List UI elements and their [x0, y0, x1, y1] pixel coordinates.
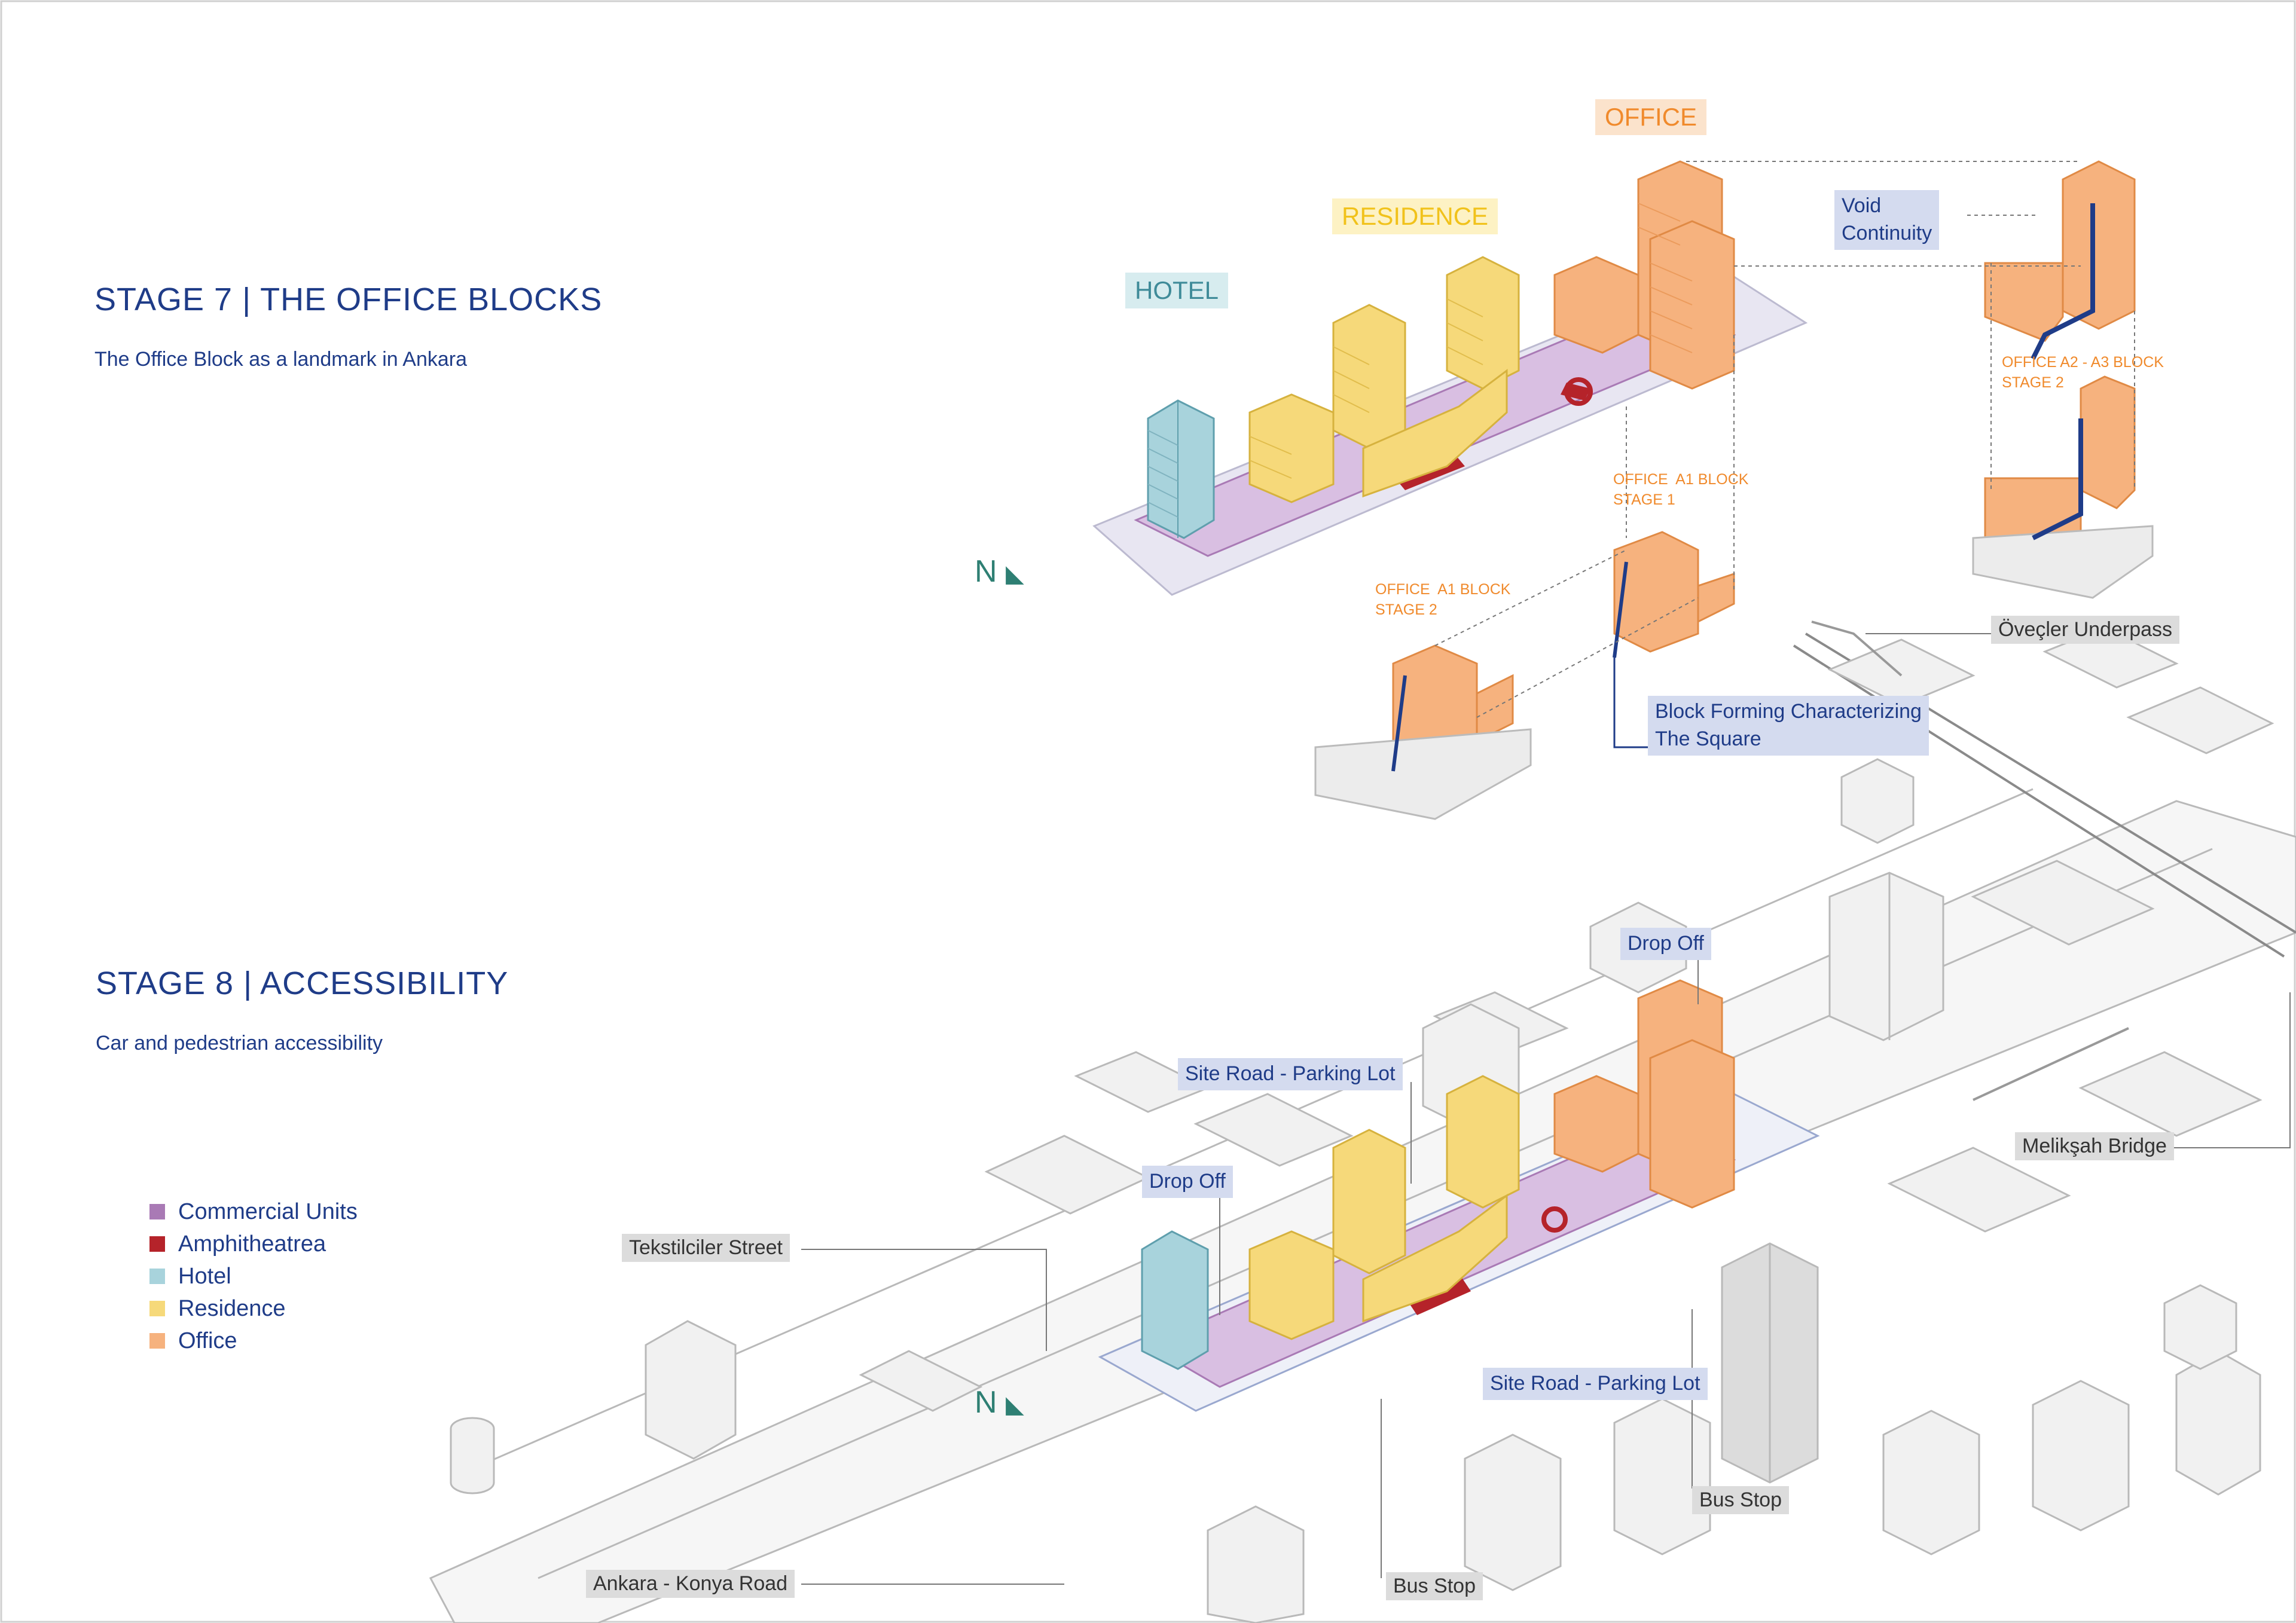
legend-swatch [149, 1301, 165, 1316]
north-arrow-stage7: N ◣ [975, 554, 1024, 589]
legend-item-commercial: Commercial Units [149, 1196, 358, 1228]
residence-tag: RESIDENCE [1332, 198, 1498, 234]
office-tag: OFFICE [1595, 99, 1706, 135]
stage7-model [1092, 160, 1808, 596]
legend-item-office: Office [149, 1325, 358, 1357]
legend-label: Hotel [178, 1263, 231, 1289]
ankara-konya-road-label: Ankara - Konya Road [586, 1570, 795, 1598]
north-pointer-icon: ◣ [1006, 561, 1024, 587]
legend-swatch [149, 1269, 165, 1284]
site-road-parking-bottom-label: Site Road - Parking Lot [1483, 1368, 1708, 1400]
meliksah-bridge-label: Melikşah Bridge [2015, 1132, 2174, 1160]
drop-off-top-label: Drop Off [1620, 928, 1711, 960]
legend-swatch [149, 1204, 165, 1219]
bus-stop-bottom-label: Bus Stop [1386, 1572, 1483, 1600]
drop-off-left-label: Drop Off [1142, 1166, 1233, 1198]
office-a2-a3-label: OFFICE A2 - A3 BLOCK STAGE 2 [2002, 354, 2164, 391]
legend-swatch [149, 1236, 165, 1252]
north-label: N [975, 554, 997, 589]
ovecler-underpass-label: Öveçler Underpass [1991, 616, 2180, 644]
north-label: N [975, 1385, 997, 1420]
north-pointer-icon: ◣ [1006, 1392, 1024, 1418]
bus-stop-right-label: Bus Stop [1692, 1486, 1789, 1514]
office-exploded [1314, 160, 2154, 820]
legend-label: Office [178, 1328, 237, 1353]
legend-item-residence: Residence [149, 1292, 358, 1325]
legend-item-amphitheatre: Amphitheatrea [149, 1228, 358, 1260]
stage7-subtitle: The Office Block as a landmark in Ankara [94, 348, 468, 371]
legend-label: Amphitheatrea [178, 1231, 326, 1257]
stage7-title: STAGE 7 | THE OFFICE BLOCKS [94, 282, 603, 317]
hotel-tag: HOTEL [1125, 273, 1229, 308]
office-a1-stage2-label: OFFICE A1 BLOCK STAGE 2 [1375, 581, 1511, 618]
stage8-subtitle: Car and pedestrian accessibility [96, 1032, 383, 1055]
legend-label: Residence [178, 1295, 286, 1321]
legend-label: Commercial Units [178, 1199, 358, 1224]
legend-item-hotel: Hotel [149, 1260, 358, 1292]
stage8-title: STAGE 8 | ACCESSIBILITY [96, 965, 509, 1001]
office-a1-stage1-label: OFFICE A1 BLOCK STAGE 1 [1613, 471, 1749, 508]
block-forming-label: Block Forming Characterizing The Square [1648, 696, 1929, 756]
void-continuity-label: Void Continuity [1834, 190, 1940, 250]
legend-swatch [149, 1333, 165, 1349]
north-arrow-stage8: N ◣ [975, 1384, 1024, 1420]
tekstilciler-street-label: Tekstilciler Street [622, 1234, 790, 1262]
site-road-parking-top-label: Site Road - Parking Lot [1178, 1058, 1403, 1090]
stage8-model [801, 633, 2291, 1585]
legend: Commercial Units Amphitheatrea Hotel Res… [149, 1196, 358, 1357]
